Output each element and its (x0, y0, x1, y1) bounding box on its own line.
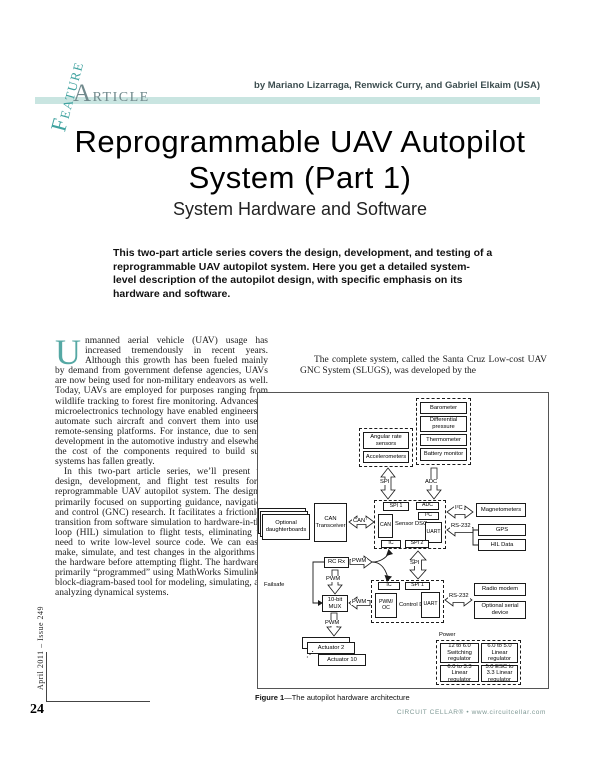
control-uart-port: UART (421, 592, 440, 618)
can-transceiver-box: CAN Transceiver (314, 503, 347, 542)
barometer-box: Barometer (420, 402, 467, 414)
paragraph-2: In this two-part article series, we’ll p… (55, 467, 268, 599)
pwm-rc-down-arrow (327, 569, 343, 595)
serial-device-box: Optional serial device (474, 601, 526, 619)
byline: by Mariano Lizarraga, Renwick Curry, and… (254, 80, 540, 91)
page-number: 24 (30, 702, 44, 717)
footer-brand: CIRCUIT CELLAR® • www.circuitcellar.com (396, 709, 546, 716)
mux-box: 10-bit MUX (322, 595, 348, 612)
margin-rule-horizontal (46, 701, 150, 702)
article-subtitle: System Hardware and Software (172, 199, 428, 219)
actuator-2-box: Actuator 2 (307, 642, 355, 654)
body-column-right-paragraph: The complete system, called the Santa Cr… (300, 355, 547, 376)
angular-rate-box: Angular rate sensors (363, 432, 409, 449)
sensor-i2c-port: I²C (418, 512, 439, 520)
rs232-gps-label: RS-232 (450, 523, 472, 529)
article-logo-text: ARTICLE (73, 80, 150, 107)
sensor-spi2-port: SPI 2 (405, 540, 429, 548)
gps-box: GPS (478, 524, 526, 536)
rc-curve-down (371, 561, 389, 579)
article-title-line1: Reprogrammable UAV Autopilot (74, 124, 526, 159)
analog-sensor-group (416, 398, 471, 465)
thermometer-box: Thermometer (420, 434, 467, 446)
rs232-radio-label: RS-232 (448, 593, 470, 599)
figure-canvas: Barometer Differential pressure Thermome… (258, 393, 548, 688)
gps-hil-connector (472, 529, 478, 546)
pwm-mux-label: PWM (351, 599, 368, 605)
figure-1: Barometer Differential pressure Thermome… (257, 392, 549, 689)
article-abstract: This two-part article series covers the … (113, 247, 493, 300)
paragraph-1-text: nmanned aerial vehicle (UAV) usage has i… (55, 336, 268, 468)
switching-regulator-box: 12 to 6.0 Switching regulator (440, 643, 479, 663)
rc-rx-box: RC Rx (324, 557, 349, 568)
pwm-actuator-label: PWM (324, 620, 341, 626)
pwm-rc-label: PWM (351, 558, 368, 564)
figure-caption-text: —The autopilot hardware architecture (284, 693, 410, 702)
control-pwm-oc-port: PWM/ OC (375, 593, 397, 618)
can-label: CAN (352, 518, 367, 524)
sensor-adc-port: ADC (416, 502, 439, 510)
battery-monitor-box: Battery monitor (420, 448, 467, 461)
rc-curve-up-head (386, 549, 393, 556)
article-title-line2: System (Part 1) (188, 160, 412, 195)
actuator-ellipsis: ⋰ (306, 650, 314, 659)
rc-curve-up (371, 552, 390, 563)
linear-regulator-5-box: 6.0 to 5.0 Linear regulator (481, 643, 518, 663)
hil-data-box: HIL Data (478, 539, 526, 551)
sensor-uart-port: UART (425, 522, 442, 543)
magnetometers-box: Magnetometers (476, 503, 526, 517)
control-dsc-label: Control DSC (399, 602, 432, 608)
adc-label: ADC (424, 479, 439, 485)
actuator-10-box: Actuator 10 (318, 654, 366, 666)
inertial-sensor-group (359, 428, 413, 467)
sensor-can-port: CAN (378, 514, 393, 538)
failsafe-head (318, 600, 323, 606)
daughterboards-box: Optional daughterboards (262, 514, 310, 540)
failsafe-label: Failsafe (263, 582, 286, 588)
linear-regulator-33-box: 6.0 to 3.3 Linear regulator (440, 664, 479, 683)
margin-rule-vertical (46, 652, 47, 701)
esc-regulator-box: 5.0 ESC to 3.3 Linear regulator (481, 664, 518, 683)
sensor-dsc-group (374, 500, 446, 549)
spi-mid-label: SPI (409, 560, 421, 566)
accelerometers-box: Accelerometers (363, 451, 409, 463)
power-group (436, 640, 521, 685)
spi-top-label: SPI (379, 479, 391, 485)
pwm-rc-down-label: PWM (325, 576, 342, 582)
failsafe-line (312, 561, 324, 604)
sensor-dsc-label: Sensor DSC (395, 521, 428, 527)
i2c-label: I²C (454, 505, 464, 511)
header-accent-bar (35, 97, 540, 104)
sensor-ic-port: IC (381, 540, 401, 548)
dropcap: U (55, 332, 81, 372)
control-spi1-port: SPI 1 (405, 582, 430, 590)
control-ic-port: IC (378, 582, 400, 590)
control-dsc-group (371, 580, 444, 623)
sensor-spi1-port: SPI 1 (383, 502, 409, 511)
figure-caption: Figure 1—The autopilot hardware architec… (255, 693, 549, 702)
power-label: Power (439, 632, 456, 638)
differential-pressure-box: Differential pressure (420, 416, 467, 432)
radio-modem-box: Radio modem (474, 583, 526, 596)
figure-caption-label: Figure 1 (255, 693, 285, 702)
